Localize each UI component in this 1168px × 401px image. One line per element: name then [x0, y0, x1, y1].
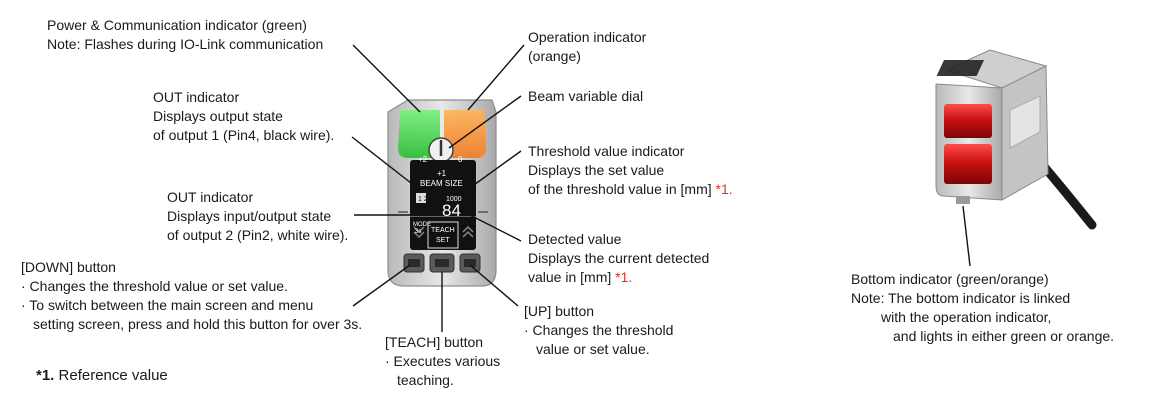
- label-down-button: [DOWN] button · Changes the threshold va…: [21, 259, 363, 332]
- operation-indicator-orange: [444, 110, 486, 158]
- detected-value: 84: [442, 201, 461, 220]
- label-bottom-indicator: Bottom indicator (green/orange) Note: Th…: [851, 271, 1115, 344]
- threshold-value: 1000: [446, 196, 462, 203]
- sensor-product-image: [935, 49, 1097, 230]
- emitter-lens: [944, 104, 992, 138]
- label-detected-value: Detected value Displays the current dete…: [528, 231, 710, 285]
- receiver-lens: [944, 144, 992, 184]
- label-beam-dial: Beam variable dial: [528, 88, 644, 104]
- teach-label: TEACH: [431, 227, 455, 234]
- footnote-text: Reference value: [58, 367, 168, 384]
- label-operation-indicator: Operation indicator (orange): [528, 29, 647, 64]
- label-up-button: [UP] button · Changes the threshold valu…: [524, 303, 674, 357]
- out-digits: 1 2: [418, 196, 428, 203]
- bottom-indicator: [956, 196, 970, 204]
- footnote-ref: *1.: [715, 181, 733, 197]
- mode-label: MODE: [413, 222, 431, 228]
- label-teach-button: [TEACH] button · Executes various teachi…: [385, 334, 501, 388]
- label-threshold-indicator: Threshold value indicator Displays the s…: [528, 143, 733, 197]
- label-out-indicator-1: OUT indicator Displays output state of o…: [153, 89, 335, 143]
- set-label: SET: [436, 237, 450, 244]
- beam-size-label: BEAM SIZE: [420, 179, 463, 188]
- label-out-indicator-2: OUT indicator Displays input/output stat…: [167, 189, 349, 243]
- dial-mid-mark: +1: [437, 169, 447, 178]
- dial-right-mark: 0: [458, 155, 463, 164]
- footnote-ref: *1.: [615, 269, 633, 285]
- label-power-indicator: Power & Communication indicator (green) …: [47, 17, 324, 52]
- dial-left-mark: +2: [418, 155, 428, 164]
- leader-lines: [351, 44, 971, 332]
- footnote-mark: *1.: [36, 367, 55, 384]
- footnote: *1. Reference value: [36, 367, 168, 384]
- mode-sub: 3s: [415, 229, 421, 235]
- sensor-panel: [387, 99, 497, 287]
